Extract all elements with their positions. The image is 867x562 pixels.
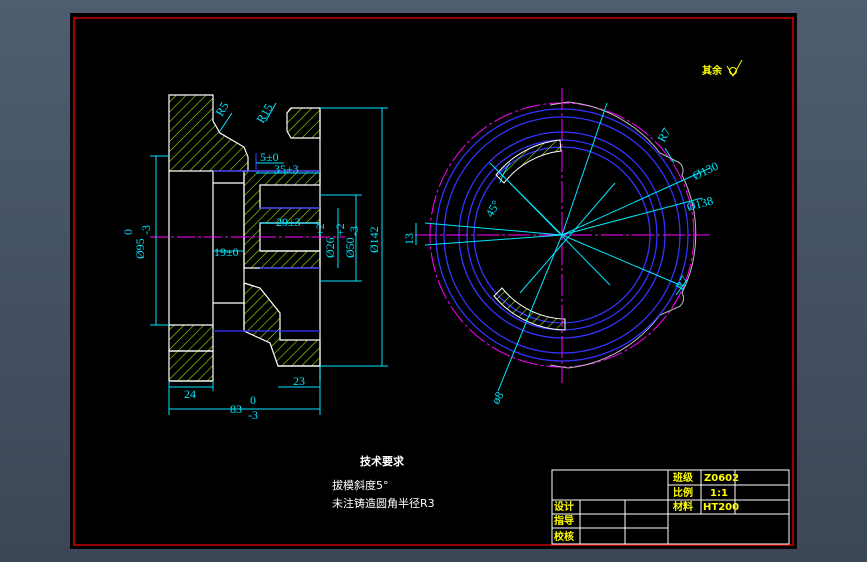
front-centerlines <box>415 88 710 383</box>
dim-35: 35±3 <box>274 162 299 176</box>
dim-83-tol-lower: -3 <box>248 408 258 422</box>
dim-130: Ø130 <box>690 159 720 183</box>
dim-r5: R5 <box>212 99 231 118</box>
section-inner-lines <box>213 153 320 332</box>
dim-142: Ø142 <box>367 226 381 253</box>
class-value: Z0602 <box>704 473 739 484</box>
tech-line-1: 拔模斜度5° <box>332 478 389 492</box>
dim-50-tol-lower: -3 <box>347 226 361 236</box>
dim-50: Ø50 <box>343 237 357 258</box>
dim-26-tol: +2 <box>313 223 327 236</box>
cad-drawing: 其余 <box>73 17 794 546</box>
dim-small: ø8 <box>488 389 506 406</box>
dim-26-group: Ø26 +2 <box>313 223 337 258</box>
section-view: R5 R15 5±0 35±3 29±3 19±0 Ø95 0 -3 Ø26 +… <box>121 94 388 422</box>
dim-95: Ø95 <box>133 238 147 259</box>
dim-r15: R15 <box>253 101 275 125</box>
design-label: 设计 <box>554 500 574 513</box>
dim-83: 83 <box>230 402 242 416</box>
dim-138: Ø138 <box>685 193 714 213</box>
title-block: 班级 Z0602 比例 1:1 材料 HT200 设计 指导 校核 <box>551 469 790 545</box>
front-radial-lines <box>424 102 711 392</box>
dim-50-tol-upper: +2 <box>333 223 347 236</box>
roughness-note: 其余 <box>702 64 723 77</box>
tech-line-2: 未注铸造圆角半径R3 <box>332 496 435 510</box>
class-label: 班级 <box>673 471 694 484</box>
title-block-grid <box>551 469 790 545</box>
dim-29: 29±3 <box>276 215 301 229</box>
material-label: 材料 <box>673 500 693 513</box>
front-leaders <box>415 147 688 296</box>
guide-label: 指导 <box>554 514 574 527</box>
dim-95-tol-upper: 0 <box>121 229 135 235</box>
dim-83-tol-upper: 0 <box>250 393 256 407</box>
dim-24: 24 <box>184 387 196 401</box>
dim-26: Ø26 <box>323 237 337 258</box>
roughness-symbol-icon <box>726 59 743 77</box>
front-hatch <box>493 139 566 331</box>
dim-5: 5±0 <box>260 150 279 164</box>
flange-outline <box>549 101 697 369</box>
tech-requirements: 技术要求 拔模斜度5° 未注铸造圆角半径R3 <box>332 454 435 510</box>
drawing-border <box>73 17 794 546</box>
dim-19: 19±0 <box>214 245 239 259</box>
dim-95-group: Ø95 0 -3 <box>121 225 153 259</box>
scale-value: 1:1 <box>710 488 728 499</box>
tech-title: 技术要求 <box>360 454 405 468</box>
dim-r7-top: R7 <box>654 125 673 144</box>
check-label: 校核 <box>554 530 574 543</box>
dim-50-group: Ø50 +2 -3 <box>333 223 361 258</box>
material-value: HT200 <box>703 502 739 513</box>
section-dimension-lines <box>150 102 388 415</box>
dim-95-tol-lower: -3 <box>139 225 153 235</box>
section-hatch <box>168 94 321 382</box>
drawing-viewport[interactable]: 其余 <box>70 13 797 549</box>
scale-label: 比例 <box>673 486 693 499</box>
section-outline <box>168 108 321 382</box>
dim-23: 23 <box>293 374 305 388</box>
dim-angle-45: 45° <box>482 198 503 220</box>
dim-13: 13 <box>402 233 416 245</box>
dim-r7-bottom: R7 <box>672 273 691 292</box>
front-view: R7 Ø130 Ø138 R7 45° 13 ø8 <box>402 88 720 407</box>
